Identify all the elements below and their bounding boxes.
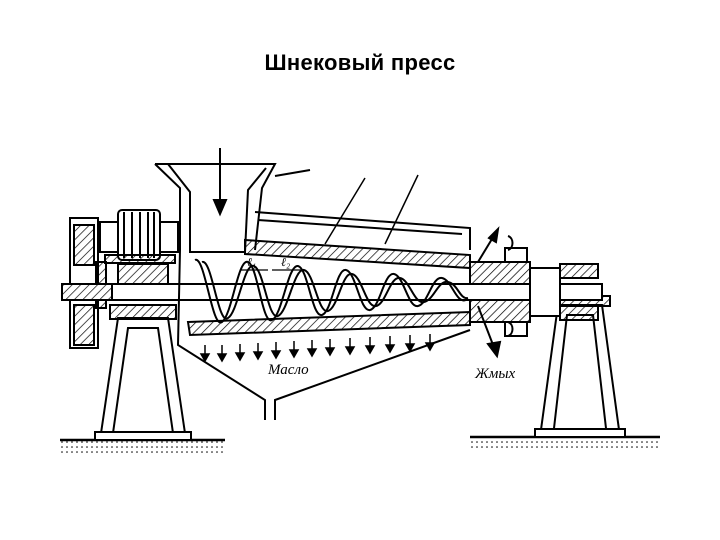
discharge-head xyxy=(469,226,599,359)
oil-outlet-label: Масло xyxy=(267,362,309,378)
main-shaft xyxy=(61,283,603,301)
cake-outlet-label: Жмых xyxy=(474,366,515,382)
oil-drip-arrows xyxy=(199,334,436,363)
pitch-label-l1: ℓ₁ xyxy=(247,255,256,269)
feed-hopper xyxy=(154,148,311,253)
drive-motor xyxy=(99,209,179,285)
page-title: Шнековый пресс xyxy=(264,50,456,75)
barrel-housing xyxy=(176,211,471,420)
left-support-stand xyxy=(94,304,192,441)
pitch-label-l2: ℓ₂ xyxy=(281,255,290,269)
ground-right xyxy=(470,435,660,450)
leader-lines xyxy=(324,174,419,245)
ground-left xyxy=(60,438,225,453)
